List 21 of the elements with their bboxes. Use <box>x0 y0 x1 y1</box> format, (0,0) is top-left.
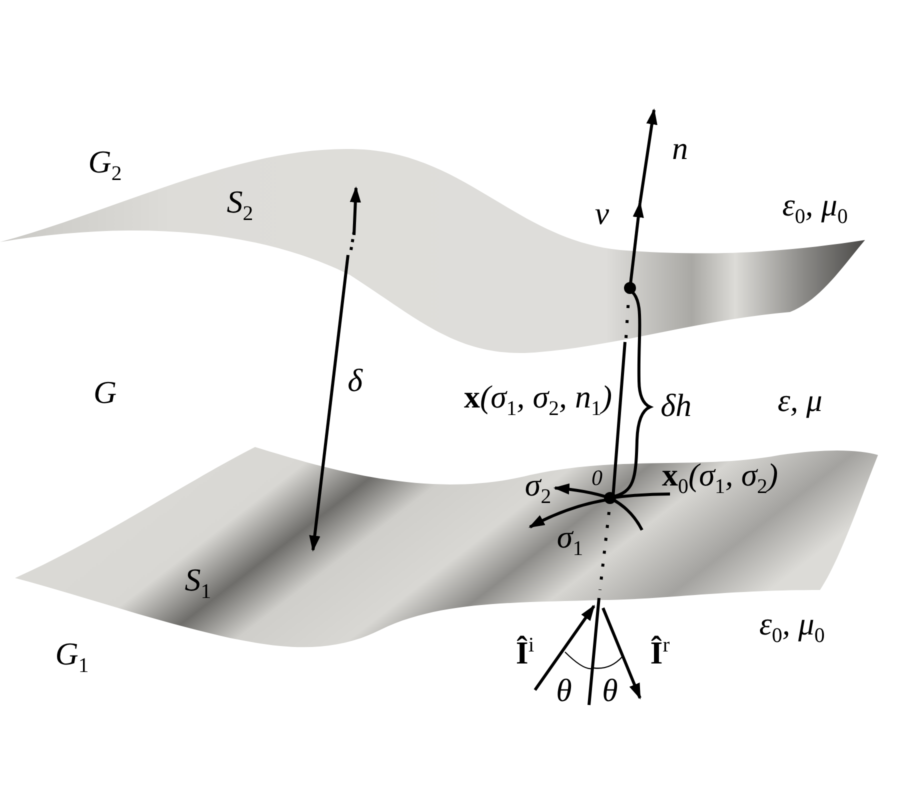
math-label: ε$_{0}$, μ$_{0}$ <box>782 188 848 228</box>
math-label: ε, μ <box>778 384 822 416</box>
math-label: S$_{2}$ <box>226 185 254 225</box>
math-label: δh <box>660 389 692 421</box>
math-label: x(σ$_{1}$, σ$_{2}$, n$_{1}$) <box>464 380 612 420</box>
math-label: θ <box>602 674 618 706</box>
math-label: Î$^{r}$ <box>650 636 670 668</box>
math-label: 0 <box>592 467 602 489</box>
math-label: ε$_{0}$, μ$_{0}$ <box>759 607 825 647</box>
math-label: θ <box>556 674 572 706</box>
math-label: ν <box>594 197 610 229</box>
math-label: x$_{0}$(σ$_{1}$, σ$_{2}$) <box>662 458 778 498</box>
math-label: G <box>93 376 117 408</box>
math-label: Î$^{i}$ <box>516 636 534 668</box>
math-label: σ$_{1}$ <box>556 520 584 560</box>
math-label: n <box>672 132 688 164</box>
math-label: σ$_{2}$ <box>524 468 552 508</box>
math-label: δ <box>348 364 362 396</box>
math-label: S$_{1}$ <box>184 563 212 603</box>
math-label: G$_{2}$ <box>88 145 122 185</box>
math-label: G$_{1}$ <box>55 637 89 677</box>
